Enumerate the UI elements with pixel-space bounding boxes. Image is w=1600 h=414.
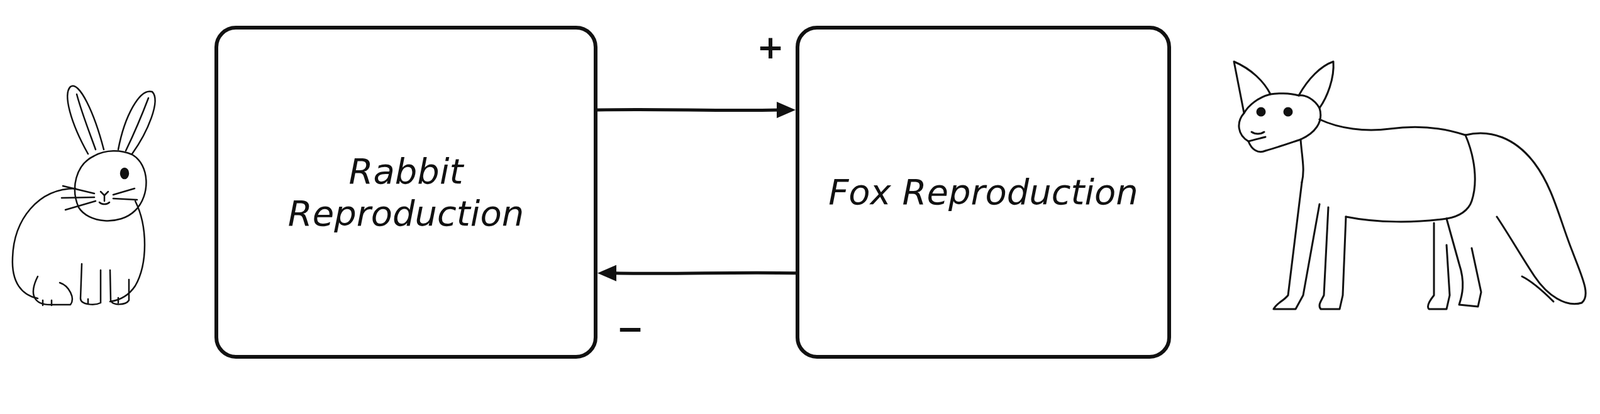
arrow-connector (597, 265, 796, 282)
process-box: Fox Reproduction (795, 25, 1172, 360)
rabbit-drawing (12, 86, 156, 306)
sign-label: − (613, 311, 647, 347)
node-label: Fox Reproduction (815, 158, 1151, 226)
node-label: Rabbit Reproduction (218, 137, 594, 248)
sign-label: + (754, 29, 787, 65)
fox-drawing (1233, 61, 1586, 310)
arrow-connector (597, 101, 796, 119)
process-box: Rabbit Reproduction (214, 25, 598, 360)
